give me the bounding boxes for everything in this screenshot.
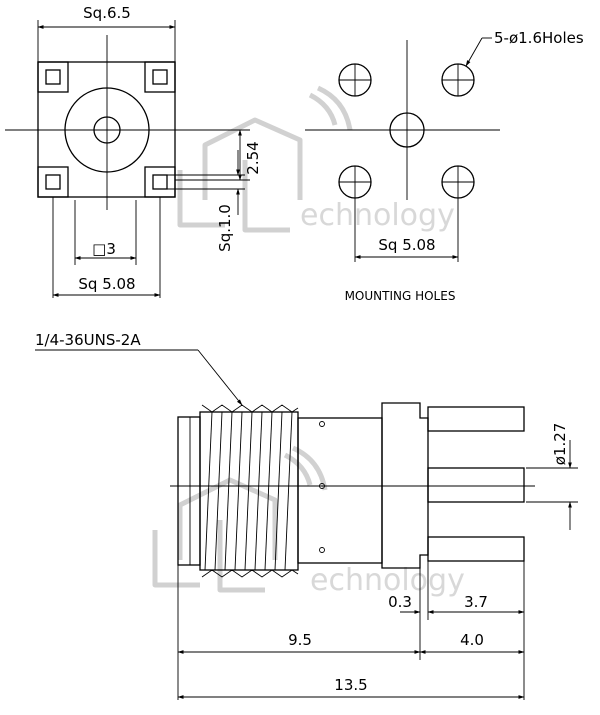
width-dimension-label: Sq.6.5 [83,4,131,22]
holes-callout-label: 5-ø1.6Holes [494,29,584,47]
corner-square-bl [37,166,69,198]
pin-diameter-label: ø1.27 [551,423,569,466]
corner-square-tl [37,61,69,93]
connector-neck [297,417,383,564]
side-view: 1/4-36UNS-2A [35,331,578,700]
thread-spec-label: 1/4-36UNS-2A [35,331,141,349]
watermark-logo-bottom: echnology [152,445,465,598]
watermark-text-top: echnology [300,198,455,233]
corner-square-br [144,166,176,198]
watermark-text-bottom: echnology [310,563,465,598]
mounting-flange [381,402,429,569]
pad-br [152,174,168,190]
pin-middle [427,467,525,503]
pad-bl [45,174,61,190]
hole-center [389,112,425,148]
top-body-outline [37,61,176,198]
pad-tl [45,69,61,85]
tail-length-label: 4.0 [460,631,484,649]
center-square-label: □3 [92,240,116,258]
gap-dimension-label: 0.3 [388,593,412,611]
pin-length-label: 3.7 [464,593,488,611]
mount-pitch-label: Sq 5.08 [378,236,435,254]
pitch-dimension-label: 2.54 [244,141,262,174]
pin-top [427,406,525,432]
top-view: Sq.6.5 Sq 5.08 □3 2.54 Sq.1.0 [5,4,262,298]
mounting-holes-view: 5-ø1.6Holes Sq 5.08 MOUNTING HOLES [305,29,584,303]
corner-square-tr [144,61,176,93]
body-length-label: 9.5 [288,631,312,649]
pin-bottom [427,536,525,562]
watermark-logo-top: echnology [177,85,455,233]
pad-dimension-label: Sq.1.0 [216,204,234,252]
thread-ridges [201,404,299,578]
pitch-square-label: Sq 5.08 [78,275,135,293]
mounting-holes-title: MOUNTING HOLES [345,289,456,303]
total-length-label: 13.5 [334,676,367,694]
pad-tr [152,69,168,85]
